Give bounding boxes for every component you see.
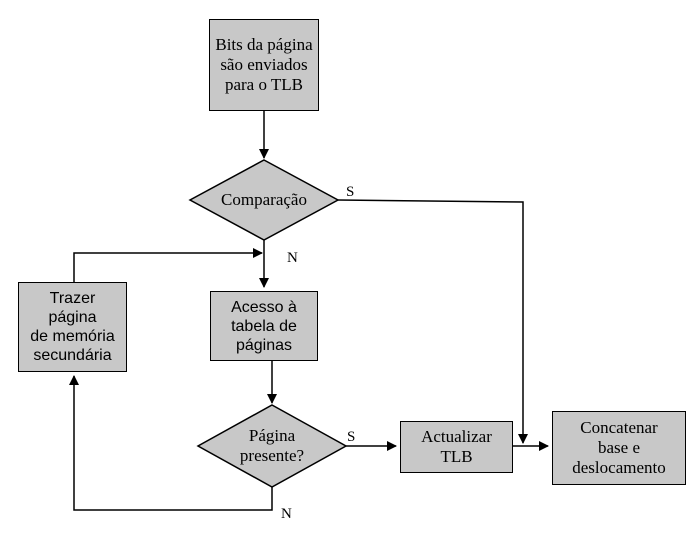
edge-present-no-to-fetch (69, 375, 273, 511)
concatenate-box: Concatenar base e deslocamento (552, 411, 686, 485)
edge-fetch-to-access (73, 248, 263, 282)
present-yes-label: S (347, 429, 356, 445)
page-table-access-box: Acesso à tabela de páginas (210, 291, 318, 361)
send-bits-box: Bits da página são enviados para o TLB (209, 19, 319, 111)
present-no-label: N (281, 506, 292, 522)
compare-text: Comparação (221, 190, 307, 209)
update-tlb-box: Actualizar TLB (400, 421, 513, 473)
page-present-text: Página presente? (239, 426, 305, 465)
compare-yes-label: S (346, 184, 355, 200)
update-tlb-label: Actualizar TLB (421, 427, 492, 466)
fetch-page-label: Trazer página de memória secundária (30, 290, 115, 364)
concatenate-label: Concatenar base e deslocamento (572, 418, 666, 477)
fetch-page-box: Trazer página de memória secundária (18, 282, 127, 372)
page-present-decision-label: Página presente? (212, 426, 332, 466)
compare-no-label: N (287, 250, 298, 266)
send-bits-label: Bits da página são enviados para o TLB (215, 35, 313, 94)
page-table-access-label: Acesso à tabela de páginas (231, 298, 297, 354)
compare-decision-label: Comparação (204, 190, 324, 210)
edge-compare-yes-to-concatenate (337, 199, 528, 444)
